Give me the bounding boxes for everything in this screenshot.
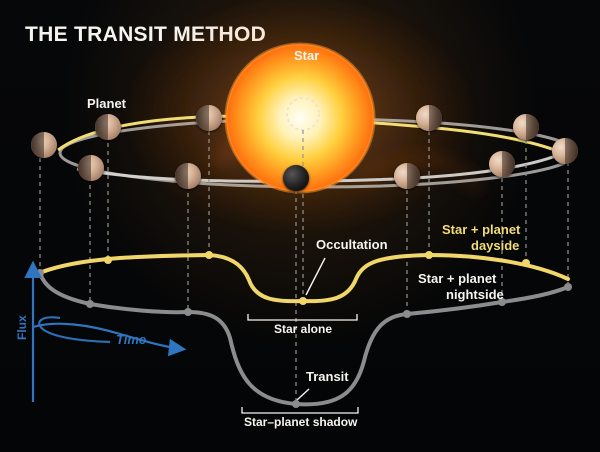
transit-pointer [296, 388, 310, 401]
dashed-guides [39, 130, 569, 404]
transit-label: Transit [306, 369, 349, 384]
planet-label: Planet [87, 96, 127, 111]
planet-icon [196, 105, 222, 131]
planets [31, 105, 578, 191]
occultation-pointer [305, 257, 326, 296]
flux-label: Flux [15, 315, 29, 340]
nightside-label-line2: nightside [446, 287, 504, 302]
star-label: Star [294, 48, 319, 63]
star-alone-bracket [247, 314, 358, 321]
dayside-light-curve [40, 251, 570, 305]
planet-icon [175, 163, 201, 189]
axes [24, 260, 187, 402]
planet-icon [394, 163, 420, 189]
planet-icon [95, 114, 121, 140]
nightside-label-line1: Star + planet [418, 271, 497, 286]
planet-icon [552, 138, 578, 164]
planet-icon [78, 155, 104, 181]
planet-icon [283, 165, 309, 191]
time-axis-arrow-icon [32, 322, 187, 357]
planet-icon [513, 114, 539, 140]
dayside-label-line2: dayside [471, 238, 519, 253]
star-alone-label: Star alone [274, 322, 332, 336]
time-label: Time [116, 332, 146, 347]
occultation-label: Occultation [316, 237, 388, 252]
planet-icon [416, 105, 442, 131]
star-planet-shadow-bracket [241, 407, 359, 414]
labels: Star Planet Occultation Star + planet da… [15, 48, 521, 429]
planet-icon [489, 151, 515, 177]
planet-icon [31, 132, 57, 158]
star-planet-shadow-label: Star–planet shadow [244, 415, 358, 429]
dayside-label-line1: Star + planet [442, 222, 521, 237]
